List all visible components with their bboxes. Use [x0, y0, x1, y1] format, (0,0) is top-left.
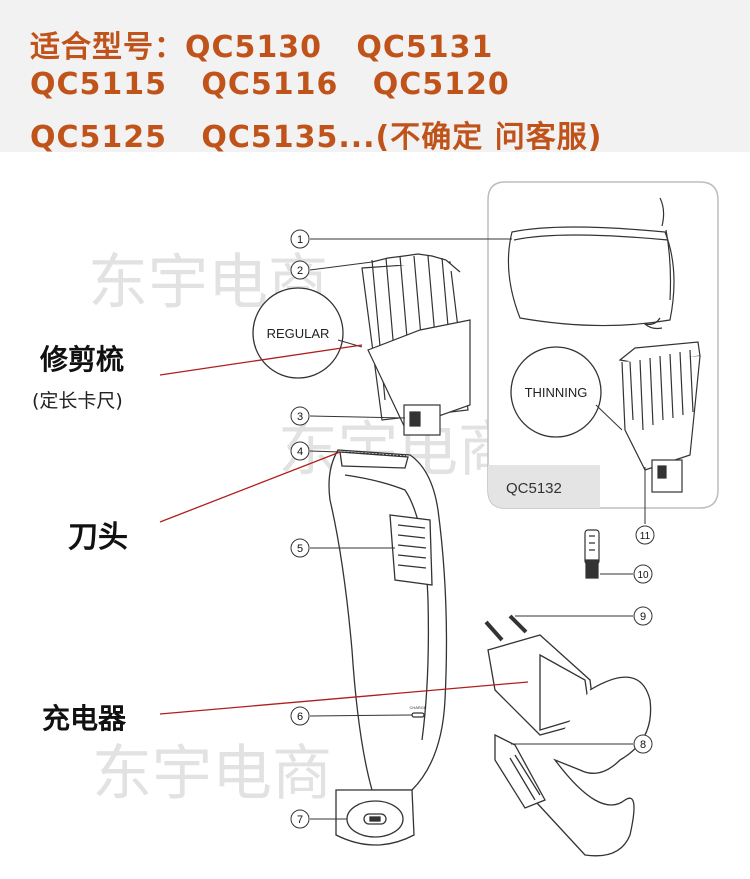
svg-text:1: 1 [297, 234, 303, 246]
model-tag-bg [488, 465, 600, 508]
storage-pouch [507, 197, 675, 330]
clipper-base [335, 789, 415, 846]
svg-text:7: 7 [297, 814, 303, 826]
thinning-label: THINNING [525, 385, 588, 400]
svg-text:9: 9 [640, 611, 646, 623]
clipper-body: CHARGE [328, 449, 448, 791]
part-number-8: 8 [633, 734, 653, 754]
cleaning-brush [584, 529, 600, 579]
svg-text:6: 6 [297, 711, 303, 723]
header-line-1: 适合型号：QC5130 QC5131 [30, 30, 494, 65]
callout-regular: REGULAR [252, 287, 363, 379]
label-blade: 刀头 [68, 520, 128, 555]
watermarks: 东宇电商 东宇电商 东宇电商 [88, 248, 518, 809]
model-tag: QC5132 [506, 480, 562, 497]
model-header: 适合型号：QC5130 QC5131 QC5115 QC5116 QC5120 … [0, 0, 750, 155]
svg-text:5: 5 [297, 543, 303, 555]
svg-text:11: 11 [640, 531, 651, 542]
svg-text:3: 3 [297, 411, 303, 423]
label-charger: 充电器 [42, 702, 127, 735]
part-number-6: 6 [290, 706, 310, 726]
part-number-9: 9 [633, 606, 653, 626]
part-number-10: 10 [633, 564, 653, 584]
svg-text:8: 8 [640, 739, 646, 751]
label-comb-sub: (定长卡尺) [32, 390, 123, 412]
part-number-markers: 1 2 3 4 5 6 7 8 9 10 11 [290, 229, 655, 829]
red-leaders [159, 344, 529, 715]
part-number-7: 7 [290, 809, 310, 829]
watermark-3: 东宇电商 [92, 739, 332, 809]
part-number-2: 2 [290, 260, 310, 280]
part-number-1: 1 [290, 229, 310, 249]
leader-lines [309, 238, 646, 820]
thinning-comb [618, 341, 701, 493]
charger-adapter [484, 614, 652, 857]
header-line-3: QC5125 QC5135...(不确定 问客服) [30, 120, 603, 155]
label-comb: 修剪梳 [40, 343, 125, 376]
svg-text:10: 10 [637, 570, 649, 581]
svg-text:2: 2 [297, 265, 303, 277]
header-line-2: QC5115 QC5116 QC5120 [30, 67, 510, 102]
svg-text:4: 4 [297, 446, 303, 458]
regular-comb [361, 253, 471, 436]
callout-thinning: THINNING [510, 346, 623, 438]
part-number-3: 3 [290, 406, 310, 426]
charge-text: CHARGE [409, 705, 426, 710]
regular-label: REGULAR [267, 326, 330, 341]
part-number-4: 4 [290, 441, 310, 461]
part-number-11: 11 [635, 525, 655, 545]
part-number-5: 5 [290, 538, 310, 558]
